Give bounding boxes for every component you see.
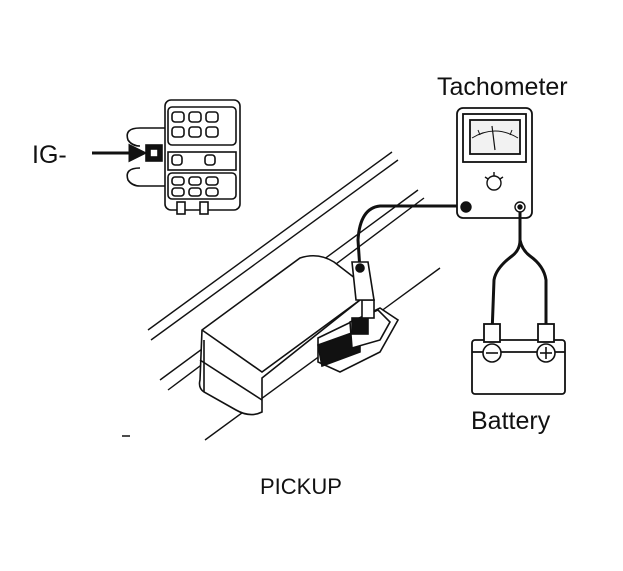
pickup-label: PICKUP <box>260 474 342 499</box>
minus-icon <box>482 343 502 363</box>
battery-label: Battery <box>471 407 551 435</box>
ig-pointer-arrow <box>92 143 148 163</box>
alligator-clip <box>351 261 375 301</box>
ig-connector <box>126 99 241 215</box>
battery-leads <box>490 212 548 335</box>
tachometer-meter <box>456 107 533 219</box>
ig-terminal-label: IG- <box>32 141 67 169</box>
tachometer-label: Tachometer <box>437 73 568 101</box>
coil-connector <box>317 299 400 373</box>
ignition-coil <box>198 254 361 416</box>
tachometer-terminals <box>460 201 526 213</box>
tach-lead-wire <box>356 204 460 301</box>
plus-icon <box>536 343 556 363</box>
tachometer-dial-icon <box>484 172 504 191</box>
